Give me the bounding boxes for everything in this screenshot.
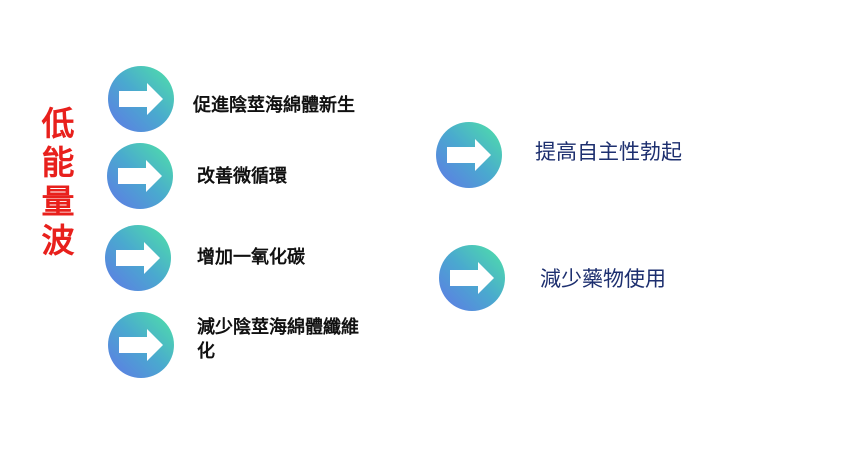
item-label-line: 減少陰莖海綿體纖維 <box>197 317 359 338</box>
item-label: 改善微循環 <box>197 166 287 187</box>
arrow-right-icon <box>108 66 174 132</box>
title-low-energy-wave: 低 能 量 波 <box>38 104 78 260</box>
arrow-right-icon <box>107 143 173 209</box>
benefit-label: 提高自主性勃起 <box>535 140 682 164</box>
title-char: 波 <box>41 221 75 260</box>
title-char: 低 <box>41 104 75 143</box>
title-char: 量 <box>41 182 75 221</box>
arrow-right-icon <box>439 245 505 311</box>
arrow-right-icon <box>108 312 174 378</box>
item-label: 減少陰莖海綿體纖維 化 <box>197 316 359 364</box>
item-label: 促進陰莖海綿體新生 <box>193 95 355 116</box>
item-label: 增加一氧化碳 <box>197 247 305 268</box>
item-label-line: 化 <box>197 341 215 362</box>
benefit-label: 減少藥物使用 <box>540 267 666 291</box>
arrow-right-icon <box>105 225 171 291</box>
arrow-right-icon <box>436 122 502 188</box>
title-char: 能 <box>41 143 75 182</box>
